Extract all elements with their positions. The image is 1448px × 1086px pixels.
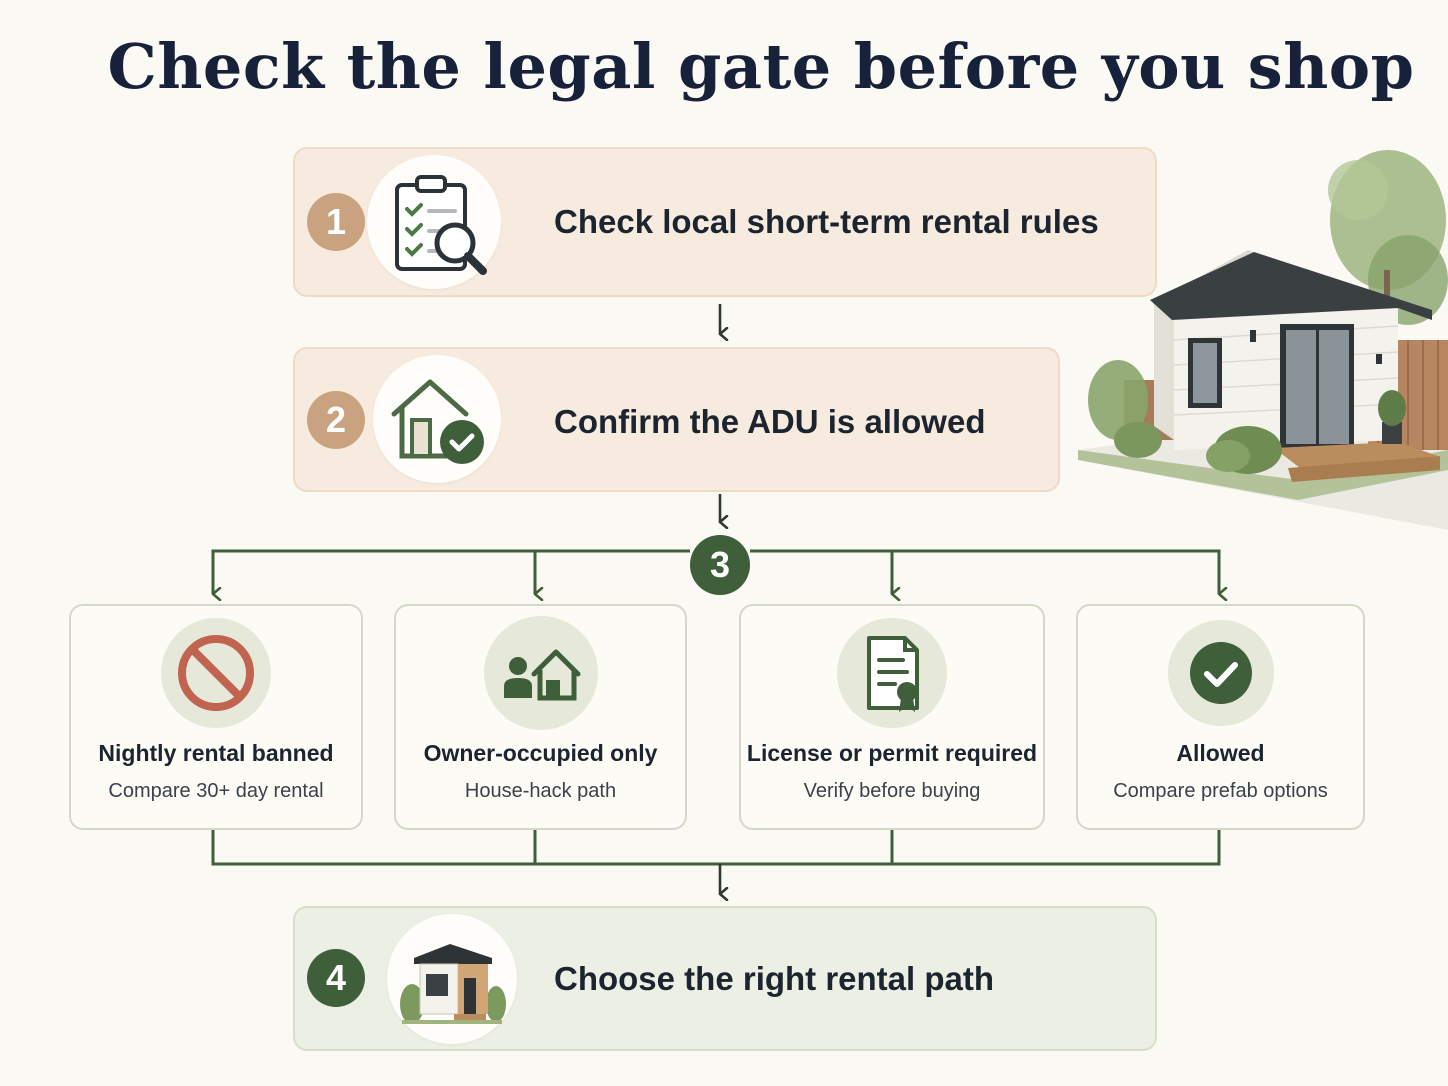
step-1-number: 1 bbox=[307, 193, 365, 251]
clipboard-checklist-magnifier-icon bbox=[367, 155, 501, 289]
step-1-label: Check local short-term rental rules bbox=[554, 203, 1099, 240]
option-subtitle: Compare 30+ day rental bbox=[108, 780, 324, 802]
owner-house-icon bbox=[483, 616, 598, 730]
option-title: Nightly rental banned bbox=[98, 740, 334, 766]
adu-house-illustration bbox=[387, 914, 517, 1044]
step-4-number: 4 bbox=[307, 949, 365, 1007]
option-license-or-permit-required: License or permit required Verify before… bbox=[739, 604, 1045, 830]
page-title: Check the legal gate before you shop bbox=[107, 30, 1415, 103]
option-subtitle: Compare prefab options bbox=[1113, 780, 1328, 802]
option-nightly-rental-banned: Nightly rental banned Compare 30+ day re… bbox=[69, 604, 363, 830]
step-4-box: 4 Choose the right rental path bbox=[293, 906, 1157, 1051]
merge-lines bbox=[211, 830, 1221, 866]
check-circle-icon bbox=[1167, 620, 1274, 726]
option-title: Owner-occupied only bbox=[423, 740, 658, 766]
option-subtitle: House-hack path bbox=[464, 780, 617, 802]
option-allowed: Allowed Compare prefab options bbox=[1076, 604, 1365, 830]
step-3-number: 3 bbox=[690, 535, 750, 595]
ban-icon bbox=[161, 618, 271, 728]
step-1-box: 1 Check local short-term rental rules bbox=[293, 147, 1157, 297]
option-owner-occupied-only: Owner-occupied only House-hack path bbox=[394, 604, 687, 830]
option-title: License or permit required bbox=[746, 740, 1038, 766]
house-check-icon bbox=[373, 355, 501, 483]
step-4-label: Choose the right rental path bbox=[554, 960, 995, 997]
license-document-icon bbox=[837, 618, 947, 728]
step-2-label: Confirm the ADU is allowed bbox=[554, 403, 986, 440]
step-2-box: 2 Confirm the ADU is allowed bbox=[293, 347, 1060, 492]
branch-arrows bbox=[211, 570, 1219, 594]
option-subtitle: Verify before buying bbox=[803, 780, 981, 802]
adu-building-illustration bbox=[1078, 150, 1448, 530]
step-2-number: 2 bbox=[307, 391, 365, 449]
option-title: Allowed bbox=[1176, 740, 1265, 766]
